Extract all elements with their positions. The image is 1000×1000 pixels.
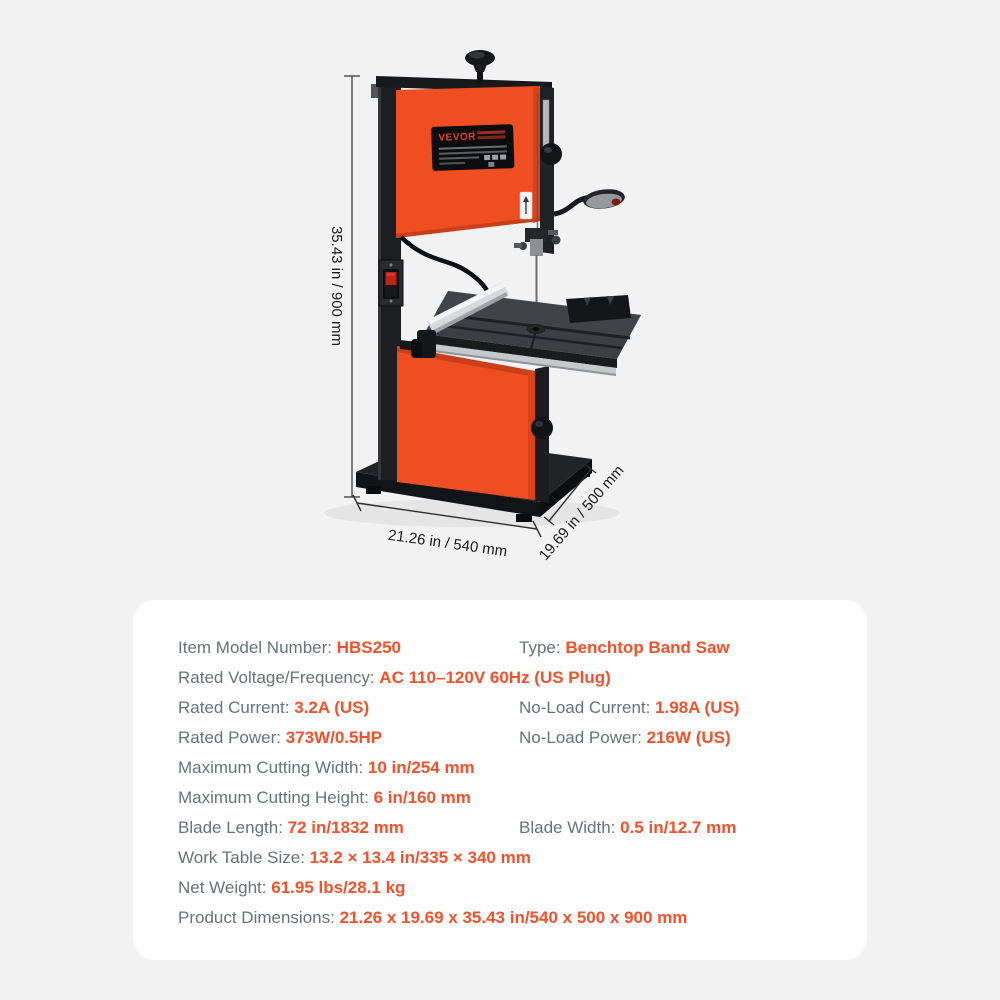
spec-value: 216W (US) — [646, 728, 731, 747]
work-table — [400, 281, 641, 376]
blade-guide-assembly — [514, 228, 561, 256]
push-block — [566, 295, 631, 323]
spec-row-product-dimensions: Product Dimensions: 21.26 x 19.69 x 35.4… — [178, 903, 822, 933]
spec-label: Blade Width: — [519, 818, 621, 837]
spec-label: Blade Length: — [178, 818, 288, 837]
spec-col: Maximum Cutting Height: 6 in/160 mm — [178, 788, 471, 807]
rip-fence — [411, 281, 510, 358]
light-lens — [611, 198, 621, 206]
width-dimension-label: 21.26 in / 540 mm — [387, 527, 508, 561]
spec-value: 373W/0.5HP — [285, 728, 383, 747]
spec-row-model-type: Item Model Number: HBS250 Type: Benchtop… — [178, 633, 822, 663]
blade-guard-post — [514, 86, 562, 256]
spec-value: 3.2A (US) — [294, 698, 370, 717]
fence-lock-lever — [411, 339, 422, 358]
spec-col: Rated Power: 373W/0.5HP — [178, 728, 382, 747]
spec-label: No-Load Current: — [519, 698, 656, 717]
rating-label: VEVOR — [431, 124, 515, 171]
spec-value: 61.95 lbs/28.1 kg — [271, 878, 406, 897]
spec-value: 1.98A (US) — [655, 698, 740, 717]
spec-value: 10 in/254 mm — [367, 758, 475, 777]
spec-value: Benchtop Band Saw — [565, 638, 730, 657]
tension-knob — [465, 50, 495, 84]
spec-row-table-size: Work Table Size: 13.2 × 13.4 in/335 × 34… — [178, 843, 822, 873]
spec-col: Blade Length: 72 in/1832 mm — [178, 818, 404, 837]
spec-label: Maximum Cutting Width: — [178, 758, 368, 777]
dimension-depth — [543, 464, 597, 526]
spec-value: 0.5 in/12.7 mm — [620, 818, 737, 837]
spec-value: 72 in/1832 mm — [287, 818, 404, 837]
spec-label: Rated Voltage/Frequency: — [178, 668, 380, 687]
spec-label: Type: — [519, 638, 566, 657]
spec-col: Rated Voltage/Frequency: AC 110–120V 60H… — [178, 668, 611, 687]
spec-row-current: Rated Current: 3.2A (US) No-Load Current… — [178, 693, 822, 723]
spec-value: AC 110–120V 60Hz (US Plug) — [379, 668, 611, 687]
switch-rocker-off — [385, 285, 397, 297]
spec-value: HBS250 — [336, 638, 401, 657]
spec-col: Work Table Size: 13.2 × 13.4 in/335 × 34… — [178, 848, 531, 867]
lower-door-knob — [531, 417, 553, 439]
work-light — [553, 189, 625, 217]
spec-col: Maximum Cutting Width: 10 in/254 mm — [178, 758, 475, 777]
spec-label: No-Load Power: — [519, 728, 647, 747]
spec-col: Type: Benchtop Band Saw — [519, 633, 730, 663]
dimension-width — [352, 494, 542, 538]
spec-col: Rated Current: 3.2A (US) — [178, 698, 369, 717]
spec-value: 21.26 x 19.69 x 35.43 in/540 x 500 x 900… — [339, 908, 688, 927]
brand-logo: VEVOR — [438, 131, 476, 143]
lower-door — [397, 346, 553, 503]
band-saw-product-image: VEVOR — [324, 50, 641, 564]
spec-col: Net Weight: 61.95 lbs/28.1 kg — [178, 878, 405, 897]
spec-label: Rated Current: — [178, 698, 295, 717]
switch-rocker-on — [385, 272, 397, 285]
spec-label: Maximum Cutting Height: — [178, 788, 374, 807]
spec-col: Blade Width: 0.5 in/12.7 mm — [519, 813, 736, 843]
dimension-height — [344, 75, 360, 498]
spec-label: Item Model Number: — [178, 638, 337, 657]
spec-row-blade: Blade Length: 72 in/1832 mm Blade Width:… — [178, 813, 822, 843]
spec-row-power: Rated Power: 373W/0.5HP No-Load Power: 2… — [178, 723, 822, 753]
guide-height-knob — [540, 143, 562, 165]
specifications-panel: Item Model Number: HBS250 Type: Benchtop… — [133, 600, 867, 960]
spec-label: Rated Power: — [178, 728, 286, 747]
spec-col: Product Dimensions: 21.26 x 19.69 x 35.4… — [178, 908, 687, 927]
upper-door: VEVOR — [396, 86, 540, 238]
spec-label: Work Table Size: — [178, 848, 310, 867]
spec-row-cutting-height: Maximum Cutting Height: 6 in/160 mm — [178, 783, 822, 813]
spec-row-weight: Net Weight: 61.95 lbs/28.1 kg — [178, 873, 822, 903]
spec-col: Item Model Number: HBS250 — [178, 638, 401, 657]
spec-label: Net Weight: — [178, 878, 272, 897]
spec-row-cutting-width: Maximum Cutting Width: 10 in/254 mm — [178, 753, 822, 783]
spec-label: Product Dimensions: — [178, 908, 340, 927]
power-cable — [399, 235, 494, 300]
spec-value: 6 in/160 mm — [373, 788, 471, 807]
guide-rack — [542, 99, 550, 149]
height-dimension-label: 35.43 in / 900 mm — [328, 226, 345, 346]
spec-row-voltage: Rated Voltage/Frequency: AC 110–120V 60H… — [178, 663, 822, 693]
spec-value: 13.2 × 13.4 in/335 × 340 mm — [309, 848, 531, 867]
spec-col: No-Load Power: 216W (US) — [519, 723, 731, 753]
tension-indicator — [519, 191, 533, 220]
spec-col: No-Load Current: 1.98A (US) — [519, 693, 739, 723]
power-switch — [378, 259, 404, 307]
